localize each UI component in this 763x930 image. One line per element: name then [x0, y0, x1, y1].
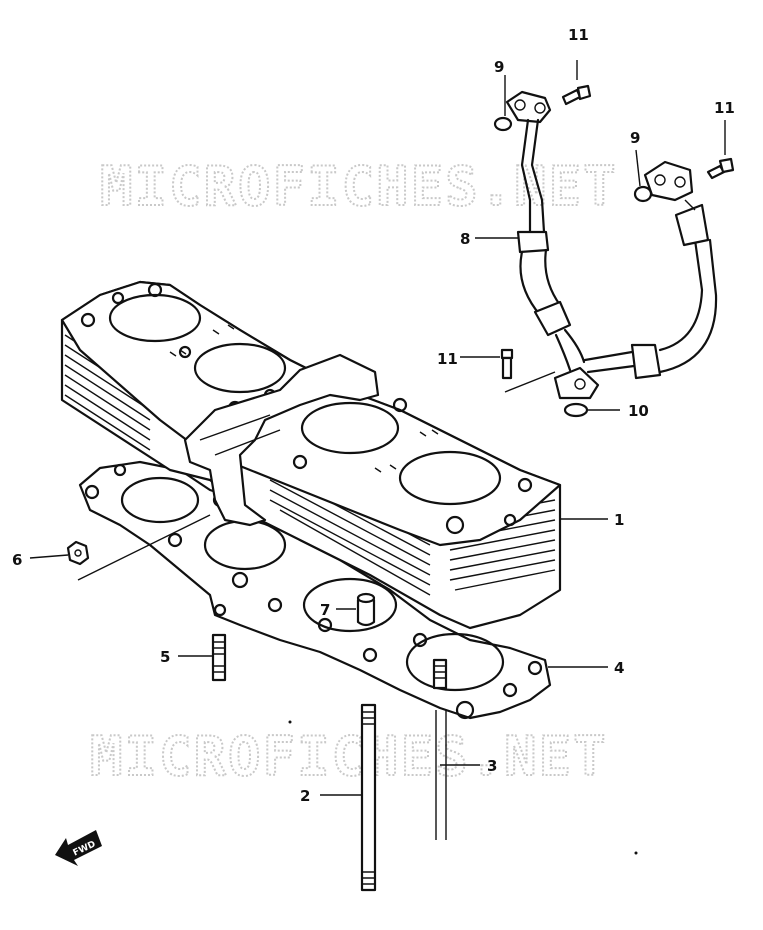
nut: [66, 514, 211, 581]
callout-11-middle: 11: [437, 350, 458, 368]
oil-hose-assembly: [505, 90, 718, 400]
callout-2: 2: [300, 787, 310, 805]
bolt-middle: [500, 348, 556, 393]
washer-gasket: [563, 402, 589, 418]
watermark-bottom: MICROFICHES.NET: [90, 725, 608, 788]
o-ring-right: [633, 185, 653, 203]
long-stud: [360, 703, 377, 892]
o-ring-left: [493, 116, 513, 132]
callout-9-left: 9: [494, 58, 504, 76]
bolt-right: [706, 120, 735, 180]
callout-10: 10: [628, 402, 649, 420]
speck: [634, 851, 638, 855]
callout-6: 6: [12, 551, 22, 569]
callout-9-right: 9: [630, 129, 640, 147]
callout-1: 1: [614, 511, 624, 529]
dowel-pin: [356, 592, 376, 627]
forward-arrow-icon: FWD: [55, 830, 102, 866]
medium-stud: [432, 658, 448, 840]
callout-8: 8: [460, 230, 470, 248]
short-stud: [211, 633, 227, 682]
callout-3: 3: [487, 757, 497, 775]
cylinder-block: [60, 280, 562, 630]
watermark-top: MICROFICHES.NET: [100, 155, 618, 218]
leader-lines: [29, 75, 641, 796]
callout-11-right: 11: [714, 99, 735, 117]
callout-7: 7: [320, 601, 330, 619]
bolt-top: [561, 60, 592, 106]
callout-5: 5: [160, 648, 170, 666]
speck: [288, 720, 292, 724]
callout-11-top: 11: [568, 26, 589, 44]
callout-4: 4: [614, 659, 624, 677]
